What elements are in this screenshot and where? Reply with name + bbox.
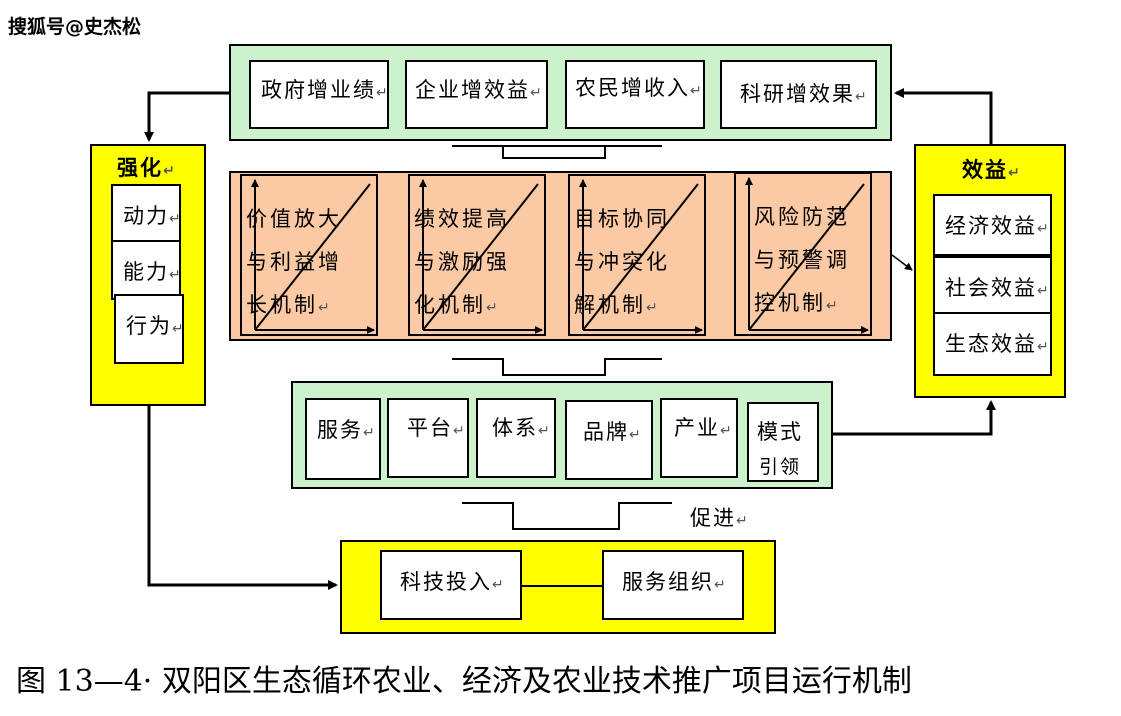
bottom-item-tech-investment: 科技投入↵ (380, 550, 522, 620)
figure-caption: 图 13—4· 双阳区生态循环农业、经济及农业技术推广项目运行机制 (16, 664, 912, 699)
mechanism-risk-prevention: 风险防范 与预警调 控机制↵ (734, 172, 872, 336)
top-item-research: 科研增效果↵ (720, 60, 877, 129)
left-panel-title: 强化↵ (117, 156, 175, 180)
right-panel-title: 效益↵ (962, 158, 1020, 182)
mechanism-goal-coordination: 目标协同 与冲突化 解机制↵ (568, 174, 706, 336)
arrow-benefits-to-top (894, 88, 993, 144)
mechanism-value-amplification: 价值放大 与利益增 长机制↵ (240, 174, 378, 336)
left-item-ability: 能力↵ (111, 240, 181, 300)
middle-panel (291, 381, 833, 489)
watermark: 搜狐号@史杰松 (8, 16, 142, 38)
arrow-middle-to-benefits (833, 400, 996, 436)
mechanism-performance-incentive: 绩效提高 与激励强 化机制↵ (408, 174, 546, 336)
right-item-economic: 经济效益↵ (933, 194, 1052, 256)
arrow-top-to-strengthen (144, 91, 229, 142)
right-item-ecological: 生态效益↵ (933, 312, 1052, 376)
top-item-farmers: 农民增收入↵ (565, 60, 705, 129)
right-item-social: 社会效益↵ (933, 256, 1052, 314)
left-item-motivation: 动力↵ (111, 184, 181, 242)
arrow-mechanisms-to-benefits (891, 254, 913, 271)
middle-item-industry: 产业↵ (660, 398, 738, 478)
middle-item-system: 体系↵ (476, 398, 556, 478)
middle-item-mode-leading: 模式 引领 (747, 402, 819, 482)
top-item-government: 政府增业绩↵ (249, 60, 389, 129)
bottom-item-service-org: 服务组织↵ (602, 550, 744, 620)
top-item-enterprise: 企业增效益↵ (405, 60, 548, 129)
hollow-arrow-up-bottom (462, 500, 672, 530)
hollow-arrow-up-top (452, 141, 662, 159)
middle-item-platform: 平台↵ (387, 398, 469, 478)
promote-label: 促进↵ (690, 506, 748, 530)
middle-item-brand: 品牌↵ (565, 400, 653, 480)
left-item-behavior: 行为↵ (114, 294, 184, 364)
middle-item-service: 服务↵ (305, 398, 381, 480)
hollow-arrow-up-middle (452, 354, 662, 378)
